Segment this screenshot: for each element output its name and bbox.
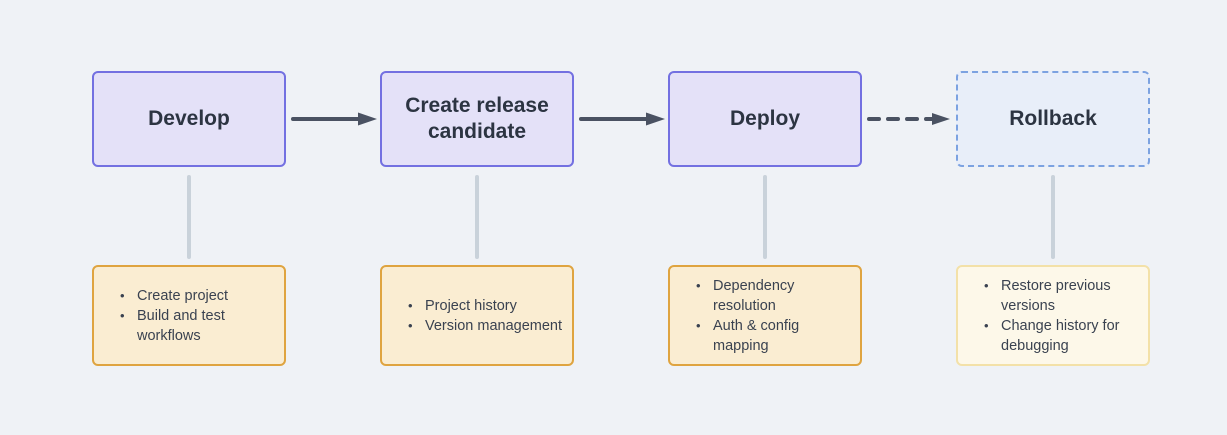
detail-bullet: Dependency resolution [694, 276, 799, 316]
detail-bullet: Build and test workflows [118, 306, 228, 346]
column-rollback: Rollback Restore previous versions Chang… [956, 0, 1150, 435]
column-create-release-candidate: Create release candidate Project history… [380, 0, 574, 435]
stage-node-create-release-candidate: Create release candidate [380, 71, 574, 167]
arrow-release-to-deploy-icon [579, 112, 665, 126]
vertical-connector [763, 175, 767, 259]
detail-node-rollback: Restore previous versions Change history… [956, 265, 1150, 366]
detail-node-create-release-candidate: Project history Version management [380, 265, 574, 366]
column-deploy: Deploy Dependency resolution Auth & conf… [668, 0, 862, 435]
detail-bullet: Create project [118, 286, 228, 306]
detail-list: Project history Version management [382, 296, 570, 336]
column-develop: Develop Create project Build and test wo… [92, 0, 286, 435]
detail-node-develop: Create project Build and test workflows [92, 265, 286, 366]
vertical-connector [475, 175, 479, 259]
detail-list: Dependency resolution Auth & config mapp… [670, 276, 807, 356]
arrow-deploy-to-rollback-dashed-icon [867, 113, 950, 125]
vertical-connector [187, 175, 191, 259]
detail-bullet: Change history for debugging [982, 316, 1119, 356]
detail-list: Restore previous versions Change history… [958, 276, 1127, 356]
detail-bullet: Version management [406, 316, 562, 336]
stage-label: Create release candidate [405, 93, 549, 143]
arrow-develop-to-release-icon [291, 112, 377, 126]
detail-bullet: Restore previous versions [982, 276, 1119, 316]
vertical-connector [1051, 175, 1055, 259]
detail-list: Create project Build and test workflows [94, 286, 236, 346]
detail-node-deploy: Dependency resolution Auth & config mapp… [668, 265, 862, 366]
stage-label: Rollback [1009, 106, 1097, 130]
detail-bullet: Auth & config mapping [694, 316, 799, 356]
detail-bullet: Project history [406, 296, 562, 316]
stage-node-deploy: Deploy [668, 71, 862, 167]
stage-label: Deploy [729, 106, 800, 130]
stage-node-rollback: Rollback [956, 71, 1150, 167]
stage-node-develop: Develop [92, 71, 286, 167]
stage-label: Develop [148, 106, 230, 130]
